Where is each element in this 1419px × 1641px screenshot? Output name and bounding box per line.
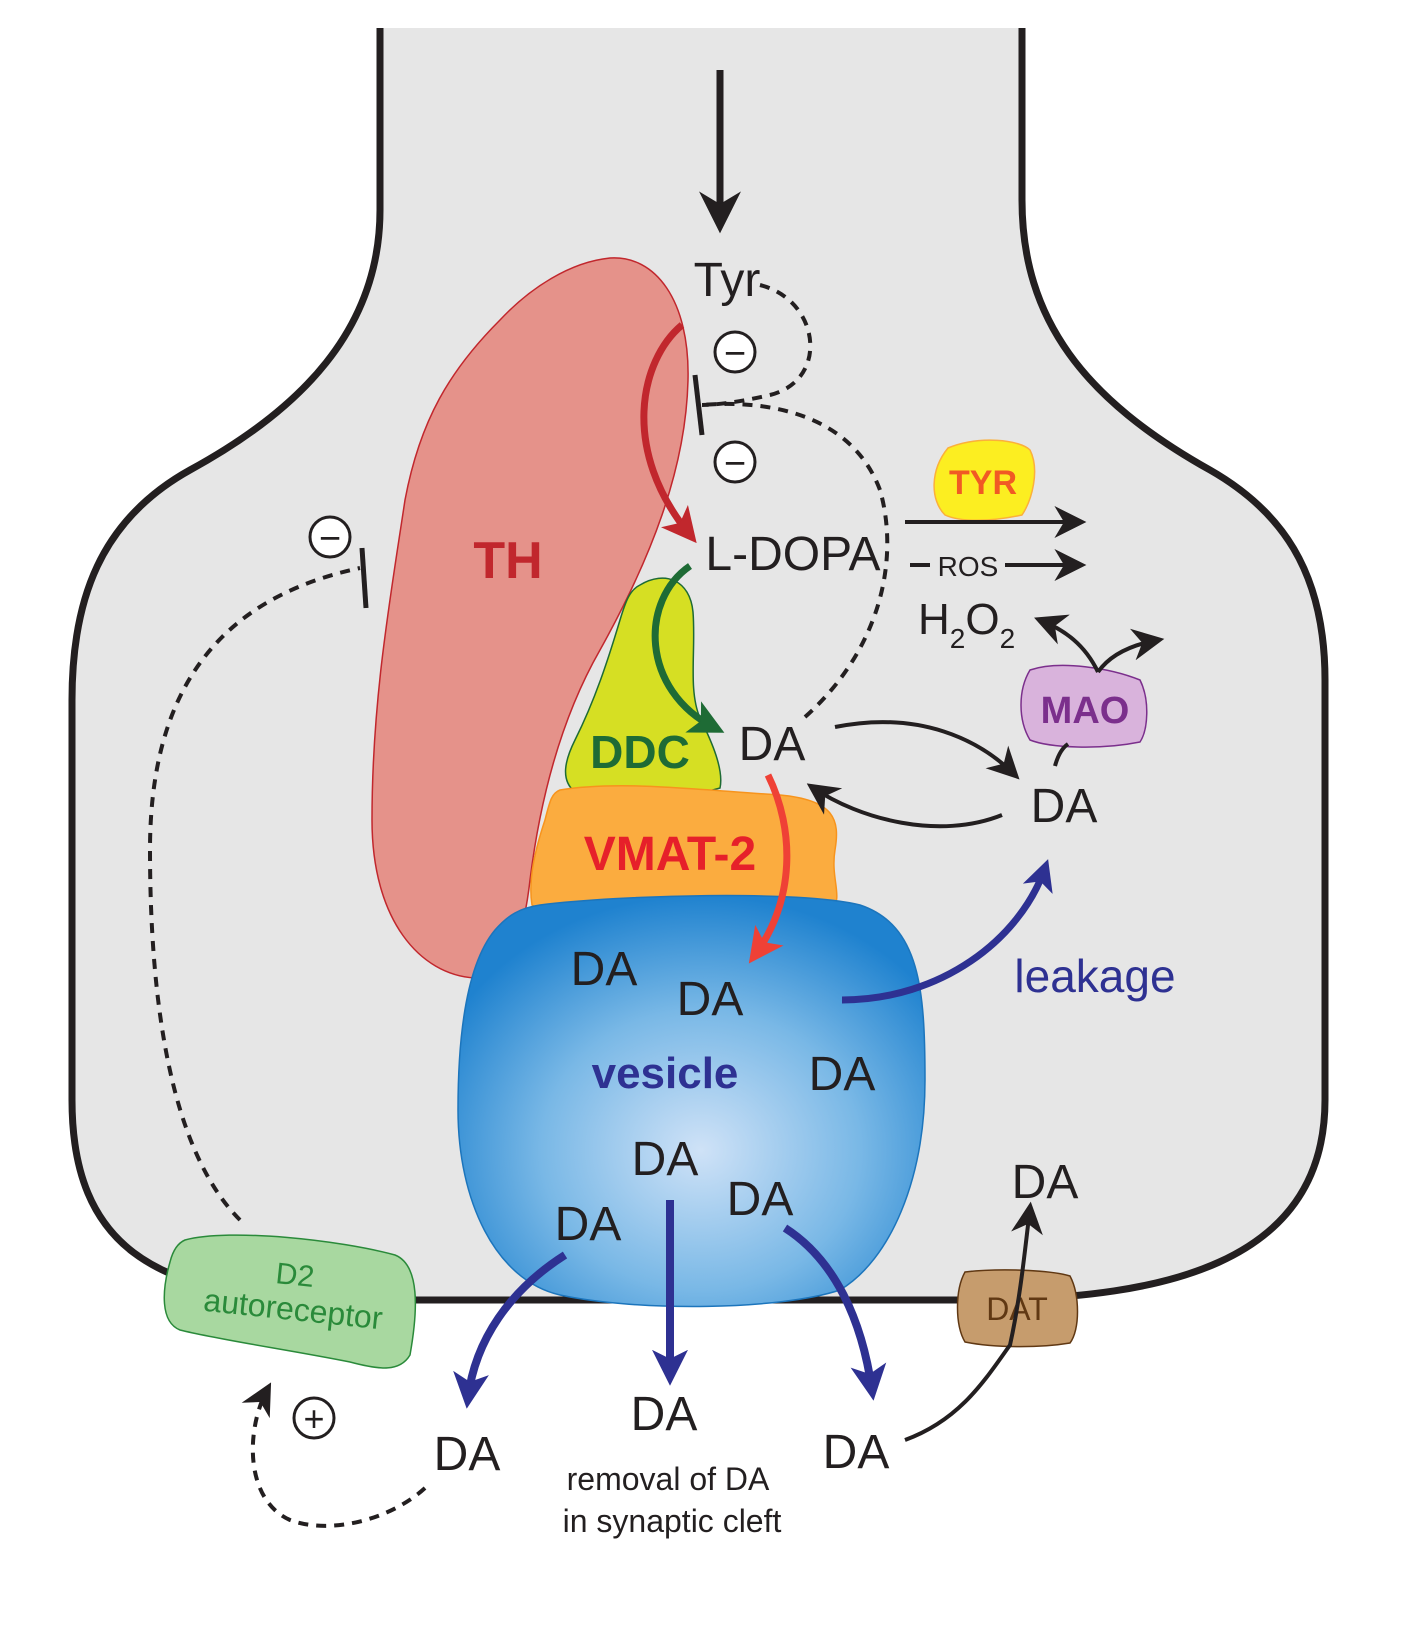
d2-autoreceptor-shape — [163, 1234, 417, 1369]
da-reuptaken: DA — [1012, 1156, 1079, 1209]
th-inhibition-bar — [692, 374, 705, 436]
minus-circle-1 — [713, 330, 757, 374]
da-cleft-center: DA — [631, 1388, 698, 1441]
release-arrow-right — [782, 1224, 887, 1401]
th-conversion-arrow — [640, 322, 697, 544]
d2-feedback-inhibition — [147, 566, 361, 1222]
th-label: TH — [473, 532, 542, 590]
leakage-arrow — [841, 859, 1053, 1004]
da-cytosol-main: DA — [739, 718, 806, 771]
plus-circle — [292, 1396, 336, 1440]
mao-label: MAO — [1041, 690, 1130, 732]
mao-product-arrow — [1096, 628, 1165, 674]
minus-sign-1: − — [724, 333, 746, 375]
release-arrow-left — [453, 1251, 568, 1409]
vmat2-label: VMAT-2 — [584, 828, 756, 881]
plus-sign: + — [303, 1398, 324, 1439]
da-cytosol-free: DA — [1031, 780, 1098, 833]
ros-label: ROS — [938, 551, 999, 582]
da-vesicle-6: DA — [555, 1198, 622, 1251]
leakage-label: leakage — [1014, 950, 1175, 1002]
da-vesicle-3: DA — [809, 1048, 876, 1101]
minus-sign-2: − — [724, 443, 746, 485]
neuron-terminal — [72, 28, 1325, 1300]
tyr-enzyme-shape — [933, 439, 1036, 521]
free-da-to-da-arrow — [806, 783, 1003, 829]
vesicle-label: vesicle — [592, 1049, 739, 1098]
minus-sign-3: − — [319, 518, 341, 560]
removal-text-line2: in synaptic cleft — [563, 1503, 782, 1539]
vmat2-transport-arrow — [748, 773, 791, 964]
d2-inhibition-bar — [359, 547, 369, 609]
vesicle-shape — [457, 894, 926, 1308]
da-cleft-right: DA — [823, 1426, 890, 1479]
da-cleft-left: DA — [434, 1428, 501, 1481]
da-vesicle-4: DA — [632, 1133, 699, 1186]
minus-circle-2 — [713, 440, 757, 484]
da-feedback-inhibition — [701, 401, 890, 719]
tyr-label: Tyr — [694, 254, 761, 307]
da-vesicle-1: DA — [571, 943, 638, 996]
da-to-mao-line — [1053, 742, 1070, 767]
tyr-feedback-inhibition — [701, 283, 813, 407]
d2-label-line1: D2 — [274, 1257, 316, 1294]
d2-activation-feedback — [241, 1382, 427, 1528]
h2o2-label: H2O2 — [918, 595, 1015, 654]
removal-text-line1: removal of DA — [567, 1461, 770, 1497]
dat-reuptake-arrow — [904, 1201, 1043, 1442]
ddc-label: DDC — [590, 726, 690, 778]
ldopa-label: L-DOPA — [705, 528, 880, 581]
minus-circle-3 — [308, 515, 352, 559]
da-to-free-da-arrow — [834, 720, 1020, 780]
da-vesicle-2: DA — [677, 973, 744, 1026]
ddc-conversion-arrow — [651, 563, 725, 733]
da-vesicle-5: DA — [727, 1173, 794, 1226]
mao-h2o2-arrow — [1034, 614, 1100, 673]
tyr-enzyme-label: TYR — [949, 464, 1017, 502]
